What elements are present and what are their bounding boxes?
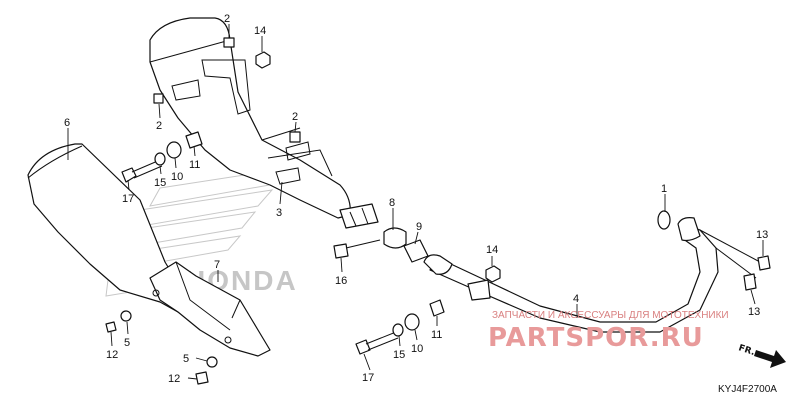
gasket-9 [403,239,429,263]
callout-14b: 14 [486,244,498,256]
callout-13a: 13 [756,229,768,241]
callout-14a: 14 [254,25,266,37]
callout-12b: 12 [168,373,180,385]
leader-lines [67,24,764,380]
bolt-12b [195,371,209,385]
bolt-16 [333,243,349,259]
nut-13a [757,255,771,271]
clip-2a [223,37,235,48]
clip-2c [289,131,301,143]
bolt-17b-shaft [365,331,399,351]
nut-14b [485,265,501,283]
callout-3: 3 [276,207,282,219]
bolt-17a-head [121,167,137,183]
shop-watermark: ЗАПЧАСТИ И АКСЕССУАРЫ ДЛЯ МОТОТЕХНИКИ PA… [488,310,729,353]
diagram-code: KYJ4F2700A [718,384,777,395]
bolt-16-shaft [345,239,381,249]
front-direction-label: FR. [737,343,756,358]
callout-4: 4 [573,293,579,305]
callout-8: 8 [389,197,395,209]
nut-14a [255,51,271,69]
callout-15a: 15 [154,177,166,189]
callout-16: 16 [335,275,347,287]
grommet-11b [429,299,445,317]
clamp-8 [383,227,407,249]
callout-13b: 13 [748,306,760,318]
callout-6: 6 [64,117,70,129]
callout-5a: 5 [124,337,130,349]
callout-2c: 2 [292,111,298,123]
bolt-17b-head [355,339,371,355]
callout-17a: 17 [122,193,134,205]
collar-10b [404,313,420,331]
front-direction-indicator: FR. [737,343,786,368]
front-arrow-icon [754,350,786,368]
callout-7: 7 [214,259,220,271]
callout-10a: 10 [171,171,183,183]
collar-10a [166,141,182,159]
callout-11a: 11 [189,159,200,171]
heat-shield [27,143,271,357]
gasket-1 [657,210,671,230]
callout-5b: 5 [183,353,189,365]
washer-15a [154,152,166,166]
callout-numbers: 2 14 2 2 6 17 15 10 11 3 7 8 9 16 14 1 1… [64,13,768,385]
callout-17b: 17 [362,372,374,384]
watermark-caption: ЗАПЧАСТИ И АКСЕССУАРЫ ДЛЯ МОТОТЕХНИКИ [492,310,729,321]
callout-10b: 10 [411,343,423,355]
nut-13b [743,273,757,291]
callout-12a: 12 [106,349,118,361]
washer-5a [120,310,132,322]
callout-15b: 15 [393,349,405,361]
watermark-logo: PARTSPOR.RU [488,323,704,353]
bolt-12a [105,321,117,333]
callout-2b: 2 [156,120,162,132]
grommet-11a [185,131,203,149]
callout-11b: 11 [431,329,442,341]
clip-2b [153,93,164,104]
callout-9: 9 [416,221,422,233]
exhaust-pipe [423,217,761,333]
muffler-main [149,17,379,229]
callout-1: 1 [661,183,667,195]
callout-2a: 2 [224,13,230,25]
washer-5b [206,356,218,368]
washer-15b [392,323,404,337]
